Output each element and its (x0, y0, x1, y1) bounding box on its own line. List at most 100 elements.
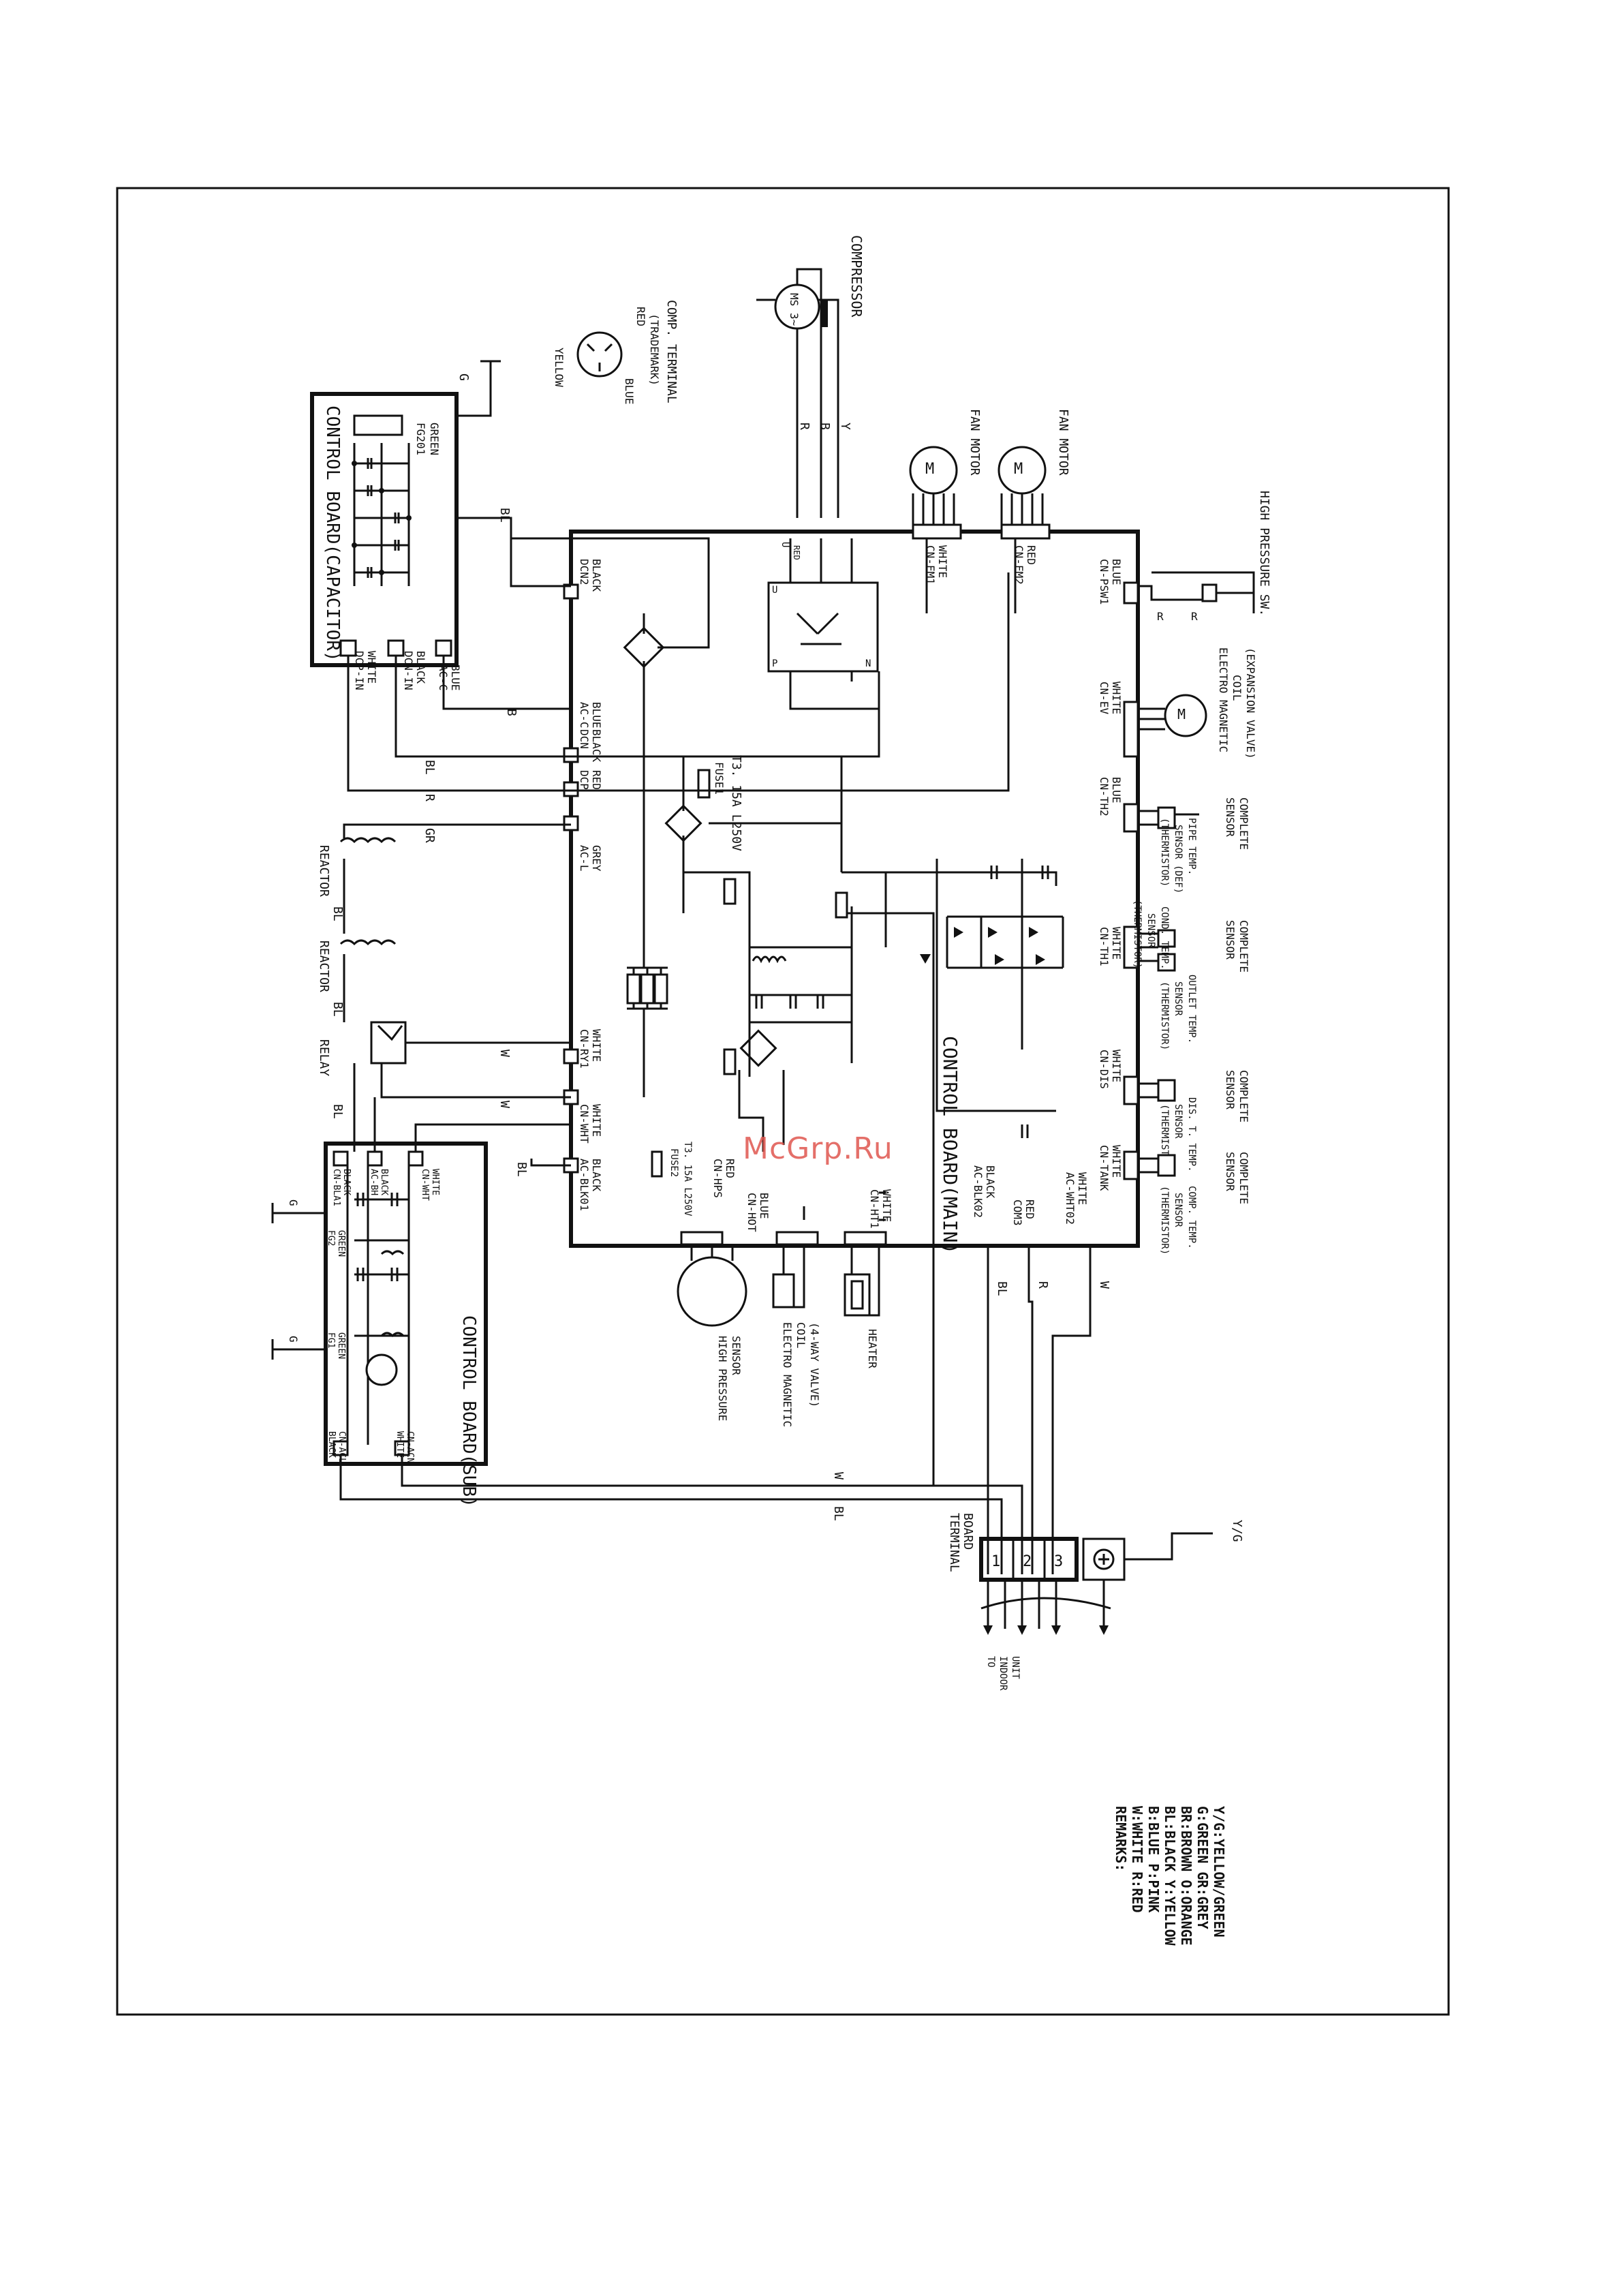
remarks-line-1: W:WHITE R:RED (1129, 1806, 1145, 1913)
terminal-yg: Y/G (1230, 1520, 1244, 1542)
main-cntank-color: WHITE (1110, 1145, 1123, 1178)
remarks: REMARKS: W:WHITE R:RED B:BLUE P:PINK BL:… (1113, 1806, 1227, 1946)
page-frame (116, 187, 1450, 2016)
compressor-label: COMPRESSOR (848, 235, 865, 318)
main-board-title: CONTROL BOARD(MAIN) (939, 1036, 961, 1254)
main-cndis-color: WHITE (1110, 1050, 1123, 1082)
main-acblk02: AC-BLK02 (972, 1165, 985, 1218)
fourway-line3: (4-WAY VALVE) (808, 1322, 821, 1407)
sub-acbh: AC-BH (369, 1169, 379, 1195)
terminal-pin-2: 2 (1023, 1553, 1032, 1570)
svg-text:M: M (1177, 706, 1186, 722)
sensor1-desc2: SENSOR (DEF) (1173, 825, 1184, 893)
inverter-module: U P N U RED (767, 538, 879, 673)
fourway-line2: COIL (794, 1322, 807, 1349)
sensor1-line1: SENSOR (1224, 797, 1237, 837)
wire-color-labels: BL B BL R GR BL BL W W BL BL W BL BL R W (330, 508, 1111, 1521)
svg-text:N: N (865, 658, 871, 669)
sub-fg1-color: GREEN (336, 1332, 346, 1359)
expansion-valve-coil: M ELECTRO MAGNETIC COIL (EXPANSION VALVE… (1138, 647, 1257, 759)
relay-label: RELAY (317, 1039, 331, 1076)
wl-w-1: W (497, 1050, 512, 1057)
main-cnth2: CN-TH2 (1098, 777, 1111, 816)
sensor4-desc3: (THERMISTOR) (1159, 1186, 1170, 1255)
wl-bl-5: BL (330, 1104, 345, 1119)
sensor2-line2: COMPLETE (1237, 920, 1250, 973)
main-cnth1-color: WHITE (1110, 927, 1123, 960)
fuse2-name: FUSE2 (668, 1148, 679, 1177)
sub-cnacl-color: BLACK (326, 1431, 337, 1458)
main-cnev: CN-EV (1098, 682, 1111, 715)
wl-w-4: W (1097, 1281, 1111, 1289)
cap-dcpin-color: WHITE (365, 651, 378, 684)
svg-text:P: P (772, 658, 777, 669)
main-acc-color: BLUE (590, 702, 603, 729)
hp-switch-wire-r2: R (1191, 610, 1198, 623)
sub-board-title: CONTROL BOARD(SUB) (459, 1315, 479, 1507)
fuse-1: FUSE1 T3. 15A L250V (697, 755, 743, 851)
cap-acc-color: BLUE (449, 664, 462, 691)
wl-bl-4: BL (330, 1002, 345, 1017)
main-cnpsw1-color: BLUE (1110, 559, 1123, 585)
sub-cnbla1-color: BLACK (341, 1169, 352, 1195)
terminal-to-3: UNIT (1010, 1656, 1021, 1679)
sub-ground-g1: G (287, 1199, 300, 1206)
watermark: McGrp.Ru (743, 1131, 893, 1166)
hp-switch-label: HIGH PRESSURE SW. (1257, 491, 1271, 616)
sub-cnwht-color: WHITE (430, 1169, 440, 1195)
sub-fg2-color: GREEN (336, 1230, 346, 1257)
sensor2-line1: SENSOR (1224, 920, 1237, 960)
terminal-pin-1: 1 (991, 1553, 1000, 1570)
main-dcp-color: RED (590, 770, 603, 790)
capacitor-board: CONTROL BOARD(CAPACITOR) FG201 GREEN (310, 392, 462, 691)
sensor-pipe-temp: PIPE TEMP. SENSOR (DEF) (THERMISTOR) SEN… (1138, 797, 1250, 893)
heater-label: HEATER (866, 1329, 879, 1368)
compressor-motor-label: MS 3~ (788, 293, 801, 326)
varistor-coil (752, 955, 787, 964)
wl-bl-6: BL (514, 1162, 529, 1177)
high-pressure-sensor: HIGH PRESSURE SENSOR (677, 1246, 747, 1421)
sub-ground-g2: G (287, 1336, 300, 1343)
compressor: MS 3~ COMPRESSOR R B Y (756, 235, 865, 518)
terminal-to-1: TO (985, 1656, 996, 1668)
sensor2-desc1: COND. TEMP. (1159, 906, 1170, 970)
terminal-pin-3: 3 (1054, 1553, 1063, 1570)
terminal-board: Y/G 1 2 3 TERMINAL BOARD TO INDOOR UNIT (947, 1513, 1244, 1691)
sub-acbh-color: BLACK (379, 1169, 389, 1195)
main-cnry1-color: WHITE (590, 1029, 603, 1062)
main-board-box (569, 530, 1140, 1248)
remarks-line-5: G:GREEN GR:GREY (1194, 1806, 1211, 1929)
fuse1-name: FUSE1 (713, 762, 726, 795)
resistors (626, 878, 848, 1075)
sensor2-out2: SENSOR (1173, 981, 1184, 1016)
sub-fg2: FG2 (326, 1230, 336, 1246)
main-wiring (339, 517, 1151, 1574)
sub-board-capacitors (356, 1193, 399, 1281)
sub-cnwht: CN-WHT (420, 1169, 430, 1201)
main-acblk01: AC-BLK01 (578, 1159, 591, 1211)
main-cnth2-color: BLUE (1110, 777, 1123, 803)
reactor1-label: REACTOR (317, 940, 331, 992)
main-cntank: CN-TANK (1098, 1145, 1111, 1191)
comp-terminal-title: COMP. TERMINAL (664, 300, 679, 403)
comp-terminal-red: RED (634, 307, 647, 326)
sensor3-desc1: DIS. T. TEMP. (1186, 1097, 1197, 1172)
fan-motor-2-label: FAN MOTOR (1056, 409, 1070, 476)
reactor-2: REACTOR (317, 837, 397, 897)
fuse2-rating: T3. 15A L250V (682, 1142, 693, 1216)
wl-r-1: R (422, 794, 437, 801)
main-cnwht-color: WHITE (590, 1104, 603, 1137)
svg-text:U: U (772, 585, 777, 596)
terminal-title-1: TERMINAL (947, 1513, 961, 1572)
remarks-line-6: Y/G:YELLOW/GREEN (1211, 1806, 1227, 1938)
cap-fg201-label: FG201 (414, 423, 427, 455)
wl-gr-1: GR (422, 828, 437, 843)
main-com3: COM3 (1011, 1199, 1024, 1226)
main-cnhot-color: BLUE (758, 1193, 771, 1219)
hp-sensor-line2: SENSOR (730, 1336, 743, 1375)
cap-dcpin-label: DCP-IN (353, 651, 366, 690)
sensor2-out3: (THERMISTOR) (1159, 981, 1170, 1050)
wl-w-2: W (497, 1101, 512, 1108)
ev-coil-line1: ELECTRO MAGNETIC (1217, 647, 1230, 752)
